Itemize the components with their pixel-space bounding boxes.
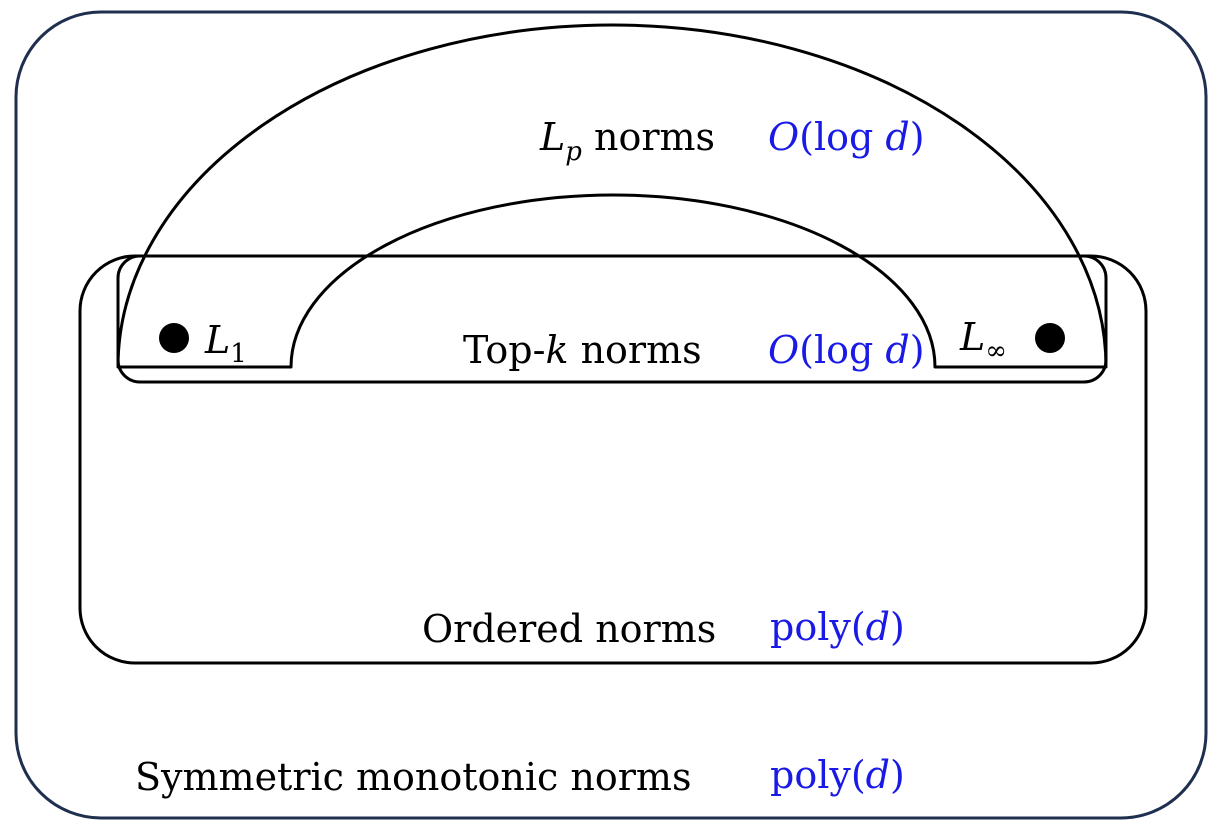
- lp-norms-label: Lp norms: [539, 115, 715, 167]
- ordered-complexity: poly(d): [770, 605, 905, 649]
- lp-complexity: O(log d): [768, 115, 925, 159]
- l1-label: L1: [204, 318, 247, 369]
- linf-label: L∞: [959, 315, 1007, 366]
- top-k-complexity: O(log d): [768, 328, 925, 372]
- symmetric-monotonic-complexity: poly(d): [770, 753, 905, 797]
- ordered-norms-region: [78, 254, 1148, 665]
- symmetric-monotonic-label: Symmetric monotonic norms: [135, 755, 691, 799]
- ordered-norms-label: Ordered norms: [422, 607, 716, 651]
- top-k-norms-label: Top-k norms: [463, 328, 702, 372]
- lp-norms-region: [116, 23, 1108, 369]
- top-k-norms-region: [116, 254, 1108, 384]
- symmetric-monotonic-region: [14, 10, 1208, 820]
- linf-point: [1035, 323, 1065, 353]
- l1-point: [159, 323, 189, 353]
